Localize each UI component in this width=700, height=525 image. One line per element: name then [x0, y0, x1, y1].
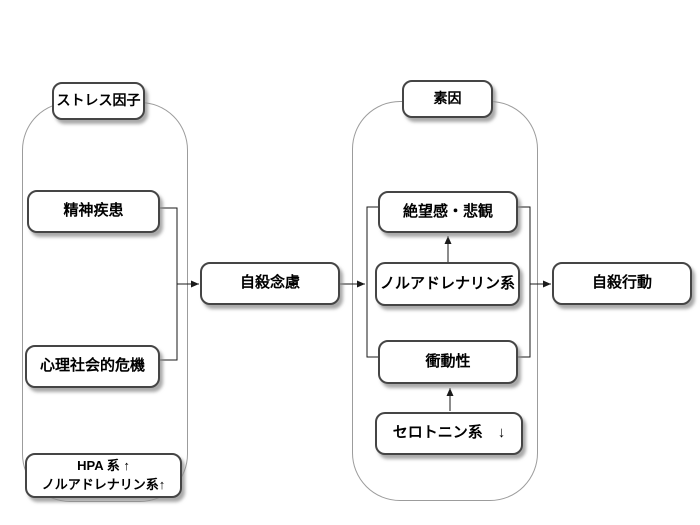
- node-hpa-noradrenaline-up: HPA 系 ↑ ノルアドレナリン系↑: [25, 453, 182, 498]
- group-label-stress-factors: ストレス因子: [52, 82, 145, 120]
- node-hpa-line1: HPA 系 ↑: [77, 457, 130, 473]
- node-mental-illness: 精神疾患: [27, 190, 160, 233]
- node-serotonin-down: セロトニン系 ↓: [375, 412, 523, 455]
- node-noradrenaline: ノルアドレナリン系: [375, 262, 520, 306]
- node-suicidal-ideation: 自殺念慮: [200, 262, 340, 305]
- node-impulsivity: 衝動性: [378, 340, 518, 384]
- node-psychosocial-crisis: 心理社会的危機: [25, 345, 160, 388]
- node-suicidal-behavior: 自殺行動: [552, 262, 692, 305]
- group-stress-factors: [22, 102, 188, 502]
- node-hpa-line2: ノルアドレナリン系↑: [41, 476, 166, 492]
- group-label-predisposition: 素因: [402, 80, 493, 118]
- node-hopelessness-pessimism: 絶望感・悲観: [378, 191, 518, 233]
